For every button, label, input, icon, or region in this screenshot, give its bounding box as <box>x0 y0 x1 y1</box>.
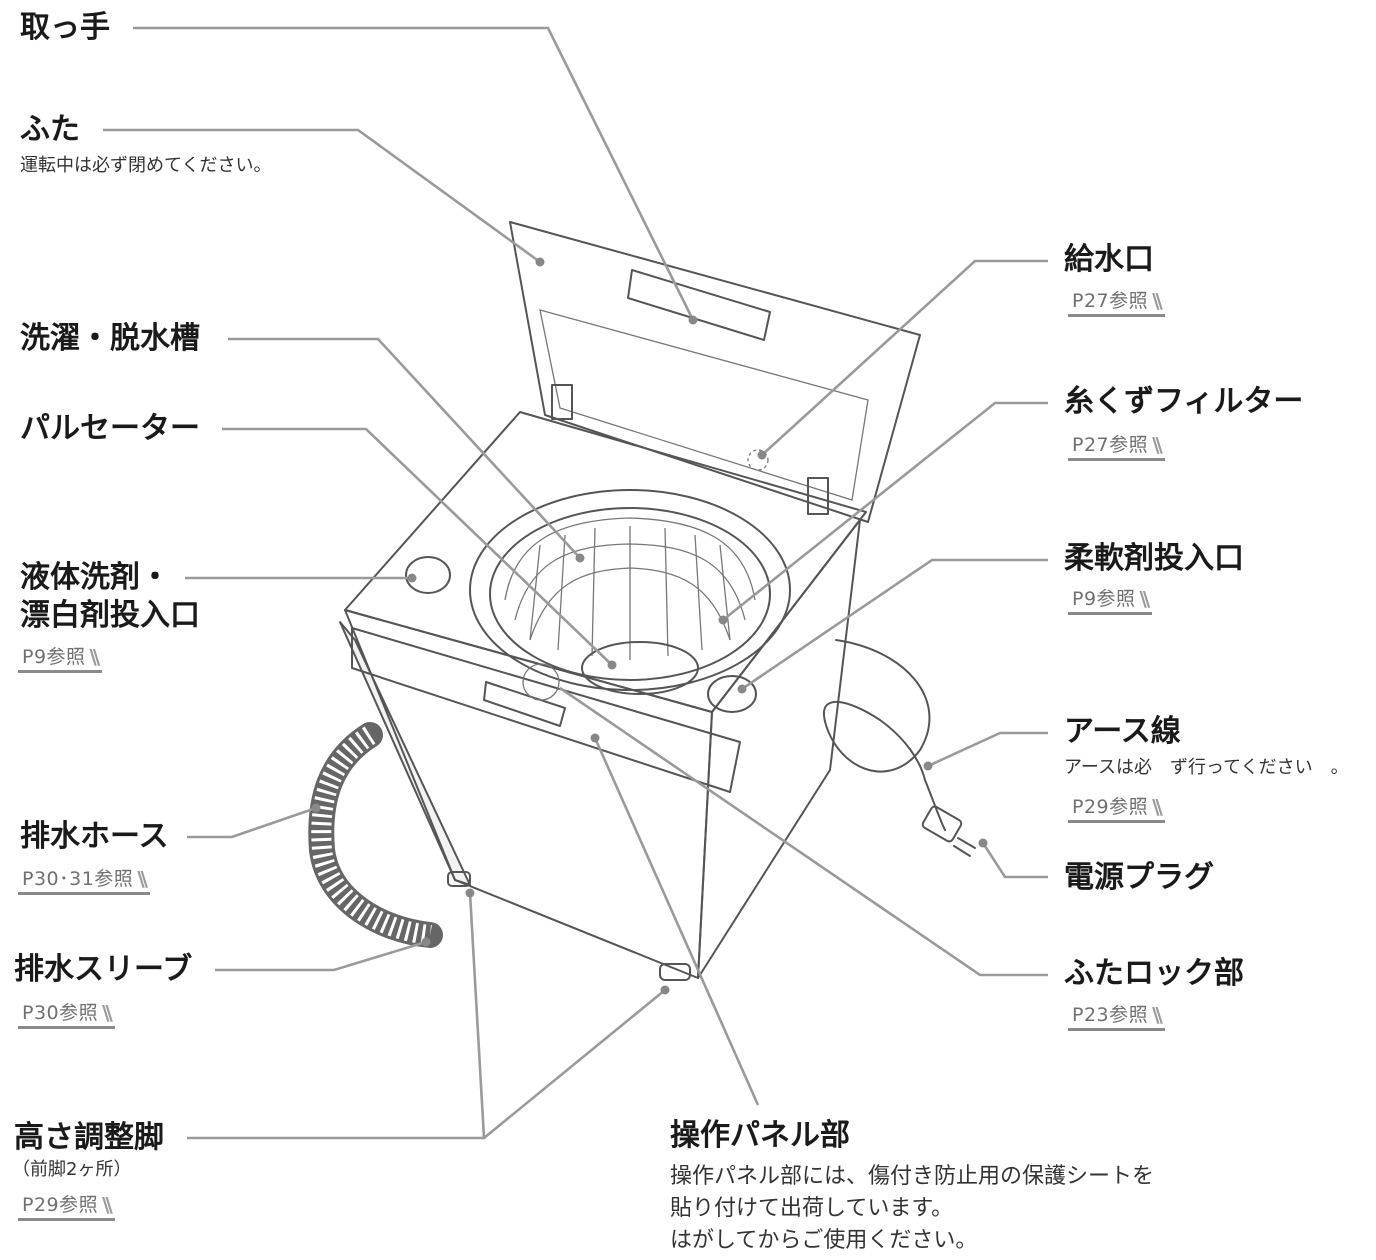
label-tub: 洗濯・脱水槽 <box>20 321 200 356</box>
ref-drain-sleeve: P30参照 \\ <box>18 996 115 1029</box>
note-panel-line3: はがしてからご使用ください。 <box>670 1228 978 1253</box>
machine-body-right <box>697 519 861 979</box>
washing-machine-illustration <box>308 221 976 981</box>
note-panel-line2: 貼り付けて出荷しています。 <box>670 1196 954 1221</box>
ref-softener: P9参照 \\ <box>1068 582 1153 615</box>
double-slash-icon: \\ <box>1152 433 1162 457</box>
label-detergent-line1: 液体洗剤・ <box>20 560 170 595</box>
ref-lid-lock: P23参照 \\ <box>1068 998 1165 1031</box>
tub-mesh <box>504 517 756 660</box>
note-earth: アースは必 ず行ってください 。 <box>1064 757 1349 778</box>
note-feet: （前脚2ヶ所） <box>12 1159 132 1180</box>
lid-handle <box>627 269 771 341</box>
note-lid: 運転中は必ず閉めてください。 <box>20 155 272 176</box>
ref-feet: P29参照 \\ <box>18 1188 115 1221</box>
ref-text: P9参照 <box>1072 588 1136 610</box>
label-water-inlet: 給水口 <box>1064 242 1154 277</box>
ref-text: P23参照 <box>1072 1004 1149 1026</box>
double-slash-icon: \\ <box>1152 795 1162 819</box>
ref-text: P30参照 <box>22 1002 99 1024</box>
note-panel-line1: 操作パネル部には、傷付き防止用の保護シートを <box>670 1164 1155 1189</box>
double-slash-icon: \\ <box>89 645 100 669</box>
double-slash-icon: \\ <box>102 1001 112 1025</box>
label-lid: ふた <box>20 112 80 147</box>
label-lint-filter: 糸くずフィルター <box>1064 384 1304 419</box>
label-earth: アース線 <box>1064 714 1181 749</box>
label-handle: 取っ手 <box>20 10 110 45</box>
detergent-inlet <box>405 556 451 594</box>
ref-detergent: P9参照 \\ <box>18 640 103 673</box>
double-slash-icon: \\ <box>137 867 147 891</box>
ref-text: P29参照 <box>22 1194 99 1216</box>
ref-text: P27参照 <box>1072 434 1149 456</box>
label-panel: 操作パネル部 <box>670 1118 850 1153</box>
label-softener: 柔軟剤投入口 <box>1064 541 1244 576</box>
ref-text: P9参照 <box>22 646 86 668</box>
pulsator <box>581 641 699 695</box>
ref-lint-filter: P27参照 \\ <box>1068 428 1165 461</box>
leader-endpoints <box>311 257 988 995</box>
machine-top <box>344 411 867 713</box>
ref-text: P27参照 <box>1072 290 1149 312</box>
ref-drain-hose: P30･31参照 \\ <box>18 862 150 895</box>
double-slash-icon: \\ <box>1152 289 1162 313</box>
leader-lines <box>103 26 1048 1140</box>
power-plug <box>921 805 976 857</box>
lid <box>509 221 921 523</box>
softener-inlet <box>707 675 757 713</box>
label-pulsator: パルセーター <box>20 411 200 446</box>
label-plug: 電源プラグ <box>1064 860 1214 895</box>
double-slash-icon: \\ <box>1139 587 1150 611</box>
ref-text: P30･31参照 <box>22 868 134 890</box>
double-slash-icon: \\ <box>1152 1003 1162 1027</box>
ref-text: P29参照 <box>1072 796 1149 818</box>
ref-earth: P29参照 \\ <box>1068 790 1165 823</box>
label-drain-hose: 排水ホース <box>20 819 169 854</box>
double-slash-icon: \\ <box>102 1193 112 1217</box>
ref-water-inlet: P27参照 \\ <box>1068 284 1165 317</box>
tub-opening <box>469 489 791 691</box>
label-lid-lock: ふたロック部 <box>1064 956 1244 991</box>
power-cord <box>823 639 946 831</box>
label-detergent-line2: 漂白剤投入口 <box>20 598 200 633</box>
label-feet: 高さ調整脚 <box>14 1120 164 1155</box>
label-drain-sleeve: 排水スリーブ <box>14 952 193 987</box>
